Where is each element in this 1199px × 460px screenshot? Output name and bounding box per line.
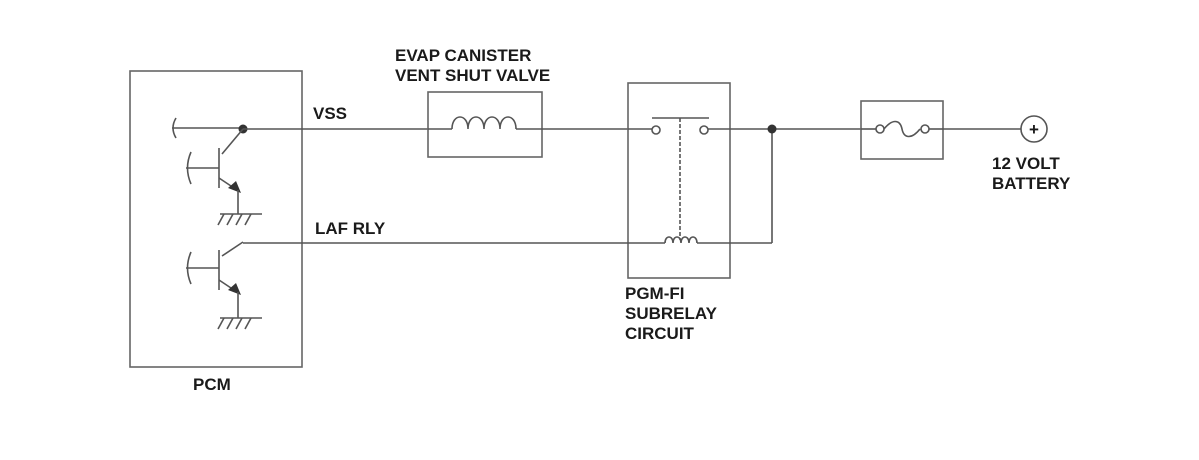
junction-dot [767,124,777,134]
subrelay-label-line3: CIRCUIT [625,324,695,343]
fuse-terminal-icon [920,124,930,134]
pcm-transistor-1 [186,128,262,226]
fuse [860,100,944,160]
relay-coil-icon [664,236,698,244]
pgm-fi-subrelay: PGM-FI SUBRELAY CIRCUIT [625,82,731,343]
battery-label-line1: 12 VOLT [992,154,1060,173]
coil-icon [451,116,517,130]
subrelay-box [627,82,731,279]
switch-contact-icon [699,125,709,135]
battery-label-line2: BATTERY [992,174,1071,193]
pcm-transistor-2 [186,241,262,330]
evap-label-line1: EVAP CANISTER [395,46,531,65]
laf-rly-label: LAF RLY [315,219,386,238]
pcm-box [129,70,303,368]
battery: + 12 VOLT BATTERY [992,115,1071,193]
ground-icon [217,213,262,226]
vss-label: VSS [313,104,347,123]
pcm-module: PCM [129,70,303,394]
switch-contact-icon [651,125,661,135]
ground-icon [217,317,262,330]
evap-valve-box [427,91,543,158]
fuse-box [860,100,944,160]
evap-label-line2: VENT SHUT VALVE [395,66,550,85]
fuse-icon [883,120,921,138]
subrelay-label-line2: SUBRELAY [625,304,718,323]
battery-icon [1020,115,1048,143]
fuse-terminal-icon [875,124,885,134]
pcm-label: PCM [193,375,231,394]
subrelay-label-line1: PGM-FI [625,284,685,303]
battery-plus-icon: + [1029,120,1039,139]
evap-valve: EVAP CANISTER VENT SHUT VALVE [395,46,550,158]
